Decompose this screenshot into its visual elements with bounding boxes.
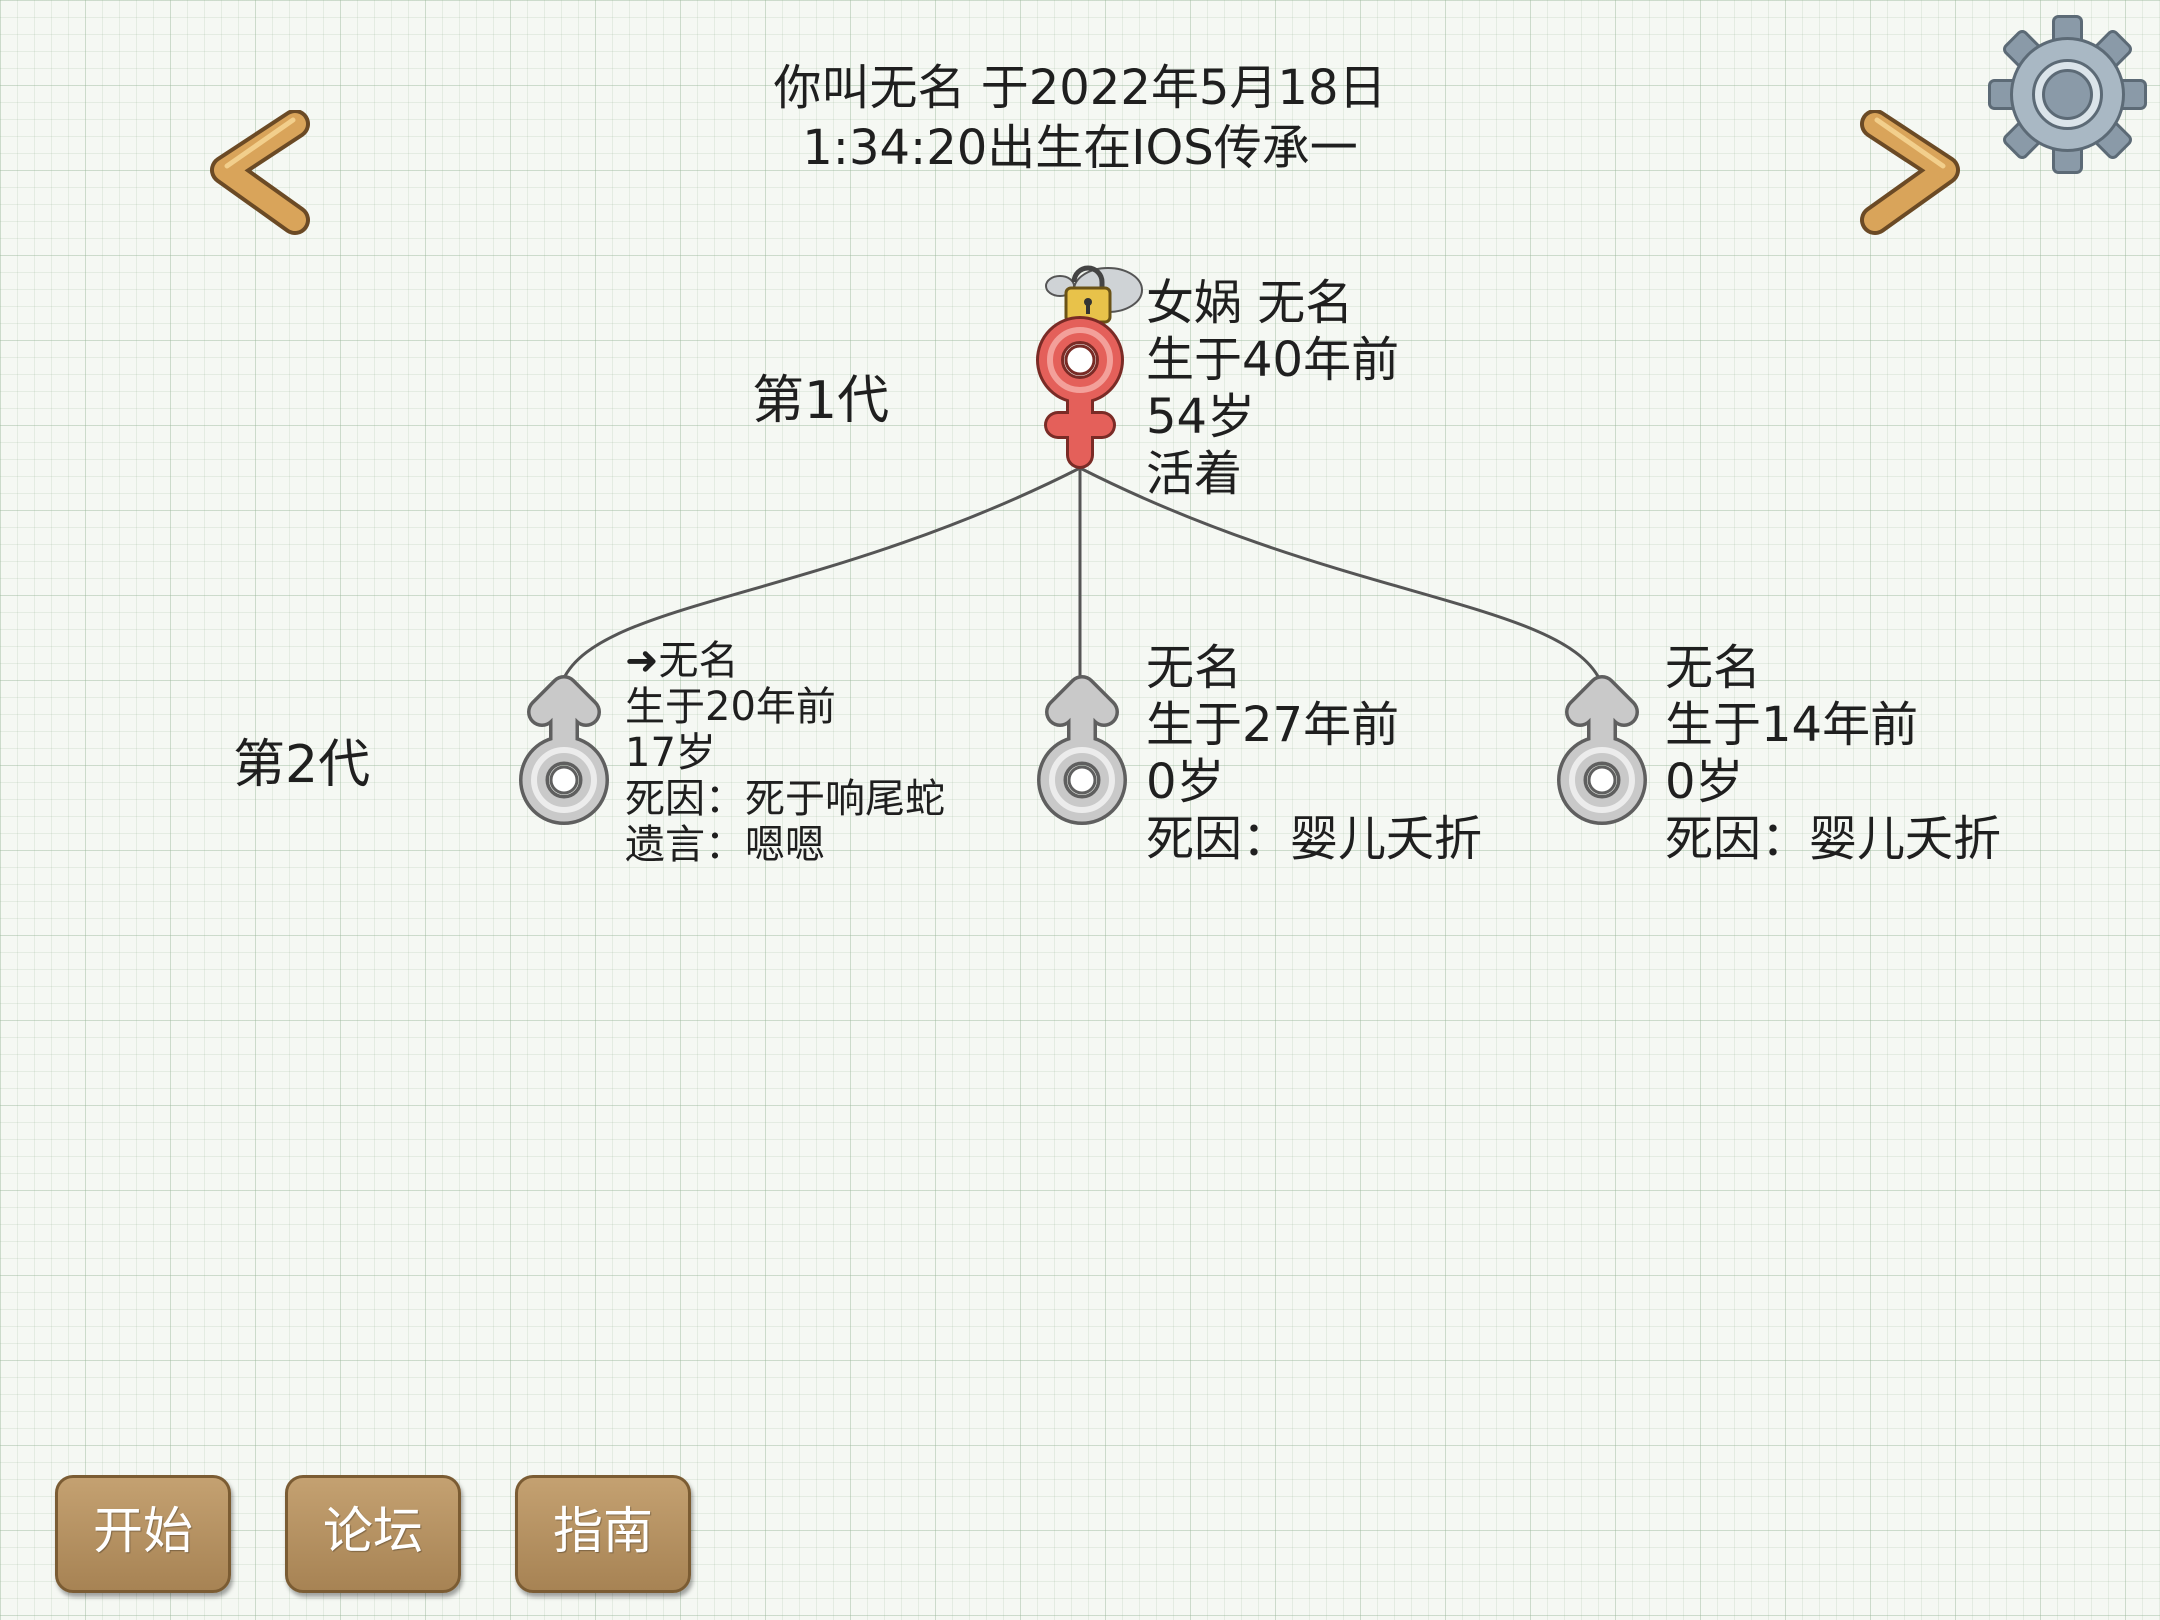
header-line-1: 你叫无名 于2022年5月18日 [773,60,1387,116]
person-death-cause: 死因：婴儿夭折 [1665,811,2002,867]
person-death-cause: 死因：死于响尾蛇 [625,776,945,822]
gen2-person-3-info: 无名 生于14年前 0岁 死因：婴儿夭折 [1665,640,2001,868]
lock-icon [1038,252,1148,334]
generation-label-2: 第2代 [233,735,371,795]
gear-icon [1988,15,2147,174]
forum-button[interactable]: 论坛 [285,1475,461,1593]
male-symbol-icon[interactable] [512,672,622,832]
female-symbol-icon[interactable] [1030,315,1140,475]
next-button[interactable] [1845,109,1965,240]
person-status: 活着 [1146,446,1243,502]
gen1-person-info: 女娲 无名 生于40年前 54岁 活着 [1146,275,1399,503]
person-born: 生于40年前 [1146,332,1400,388]
header-title: 你叫无名 于2022年5月18日 1:34:20出生在IOS传承一 [560,58,1600,178]
prev-button[interactable] [205,109,325,240]
gen2-person-2-info: 无名 生于27年前 0岁 死因：婴儿夭折 [1146,640,1482,868]
person-name: 女娲 无名 [1146,275,1354,331]
male-symbol-icon[interactable] [1550,672,1660,832]
chevron-left-icon [210,109,310,235]
person-age: 54岁 [1146,389,1256,445]
generation-label-1: 第1代 [752,371,890,431]
person-name: 无名 [1146,640,1243,696]
person-name: ➜无名 [625,638,739,684]
gen2-person-1-info: ➜无名 生于20年前 17岁 死因：死于响尾蛇 遗言：嗯嗯 [625,638,945,868]
person-last-words: 遗言：嗯嗯 [625,822,825,868]
settings-button[interactable] [1985,12,2150,177]
person-age: 17岁 [625,730,716,776]
guide-button[interactable]: 指南 [515,1475,691,1593]
person-age: 0岁 [1146,754,1225,810]
person-born: 生于27年前 [1146,697,1400,753]
person-age: 0岁 [1665,754,1744,810]
person-death-cause: 死因：婴儿夭折 [1146,811,1483,867]
header-line-2: 1:34:20出生在IOS传承一 [802,120,1358,176]
person-name: 无名 [1665,640,1762,696]
chevron-right-icon [1860,109,1960,235]
person-born: 生于20年前 [625,684,836,730]
male-symbol-icon[interactable] [1030,672,1140,832]
start-button[interactable]: 开始 [55,1475,231,1593]
person-born: 生于14年前 [1665,697,1919,753]
